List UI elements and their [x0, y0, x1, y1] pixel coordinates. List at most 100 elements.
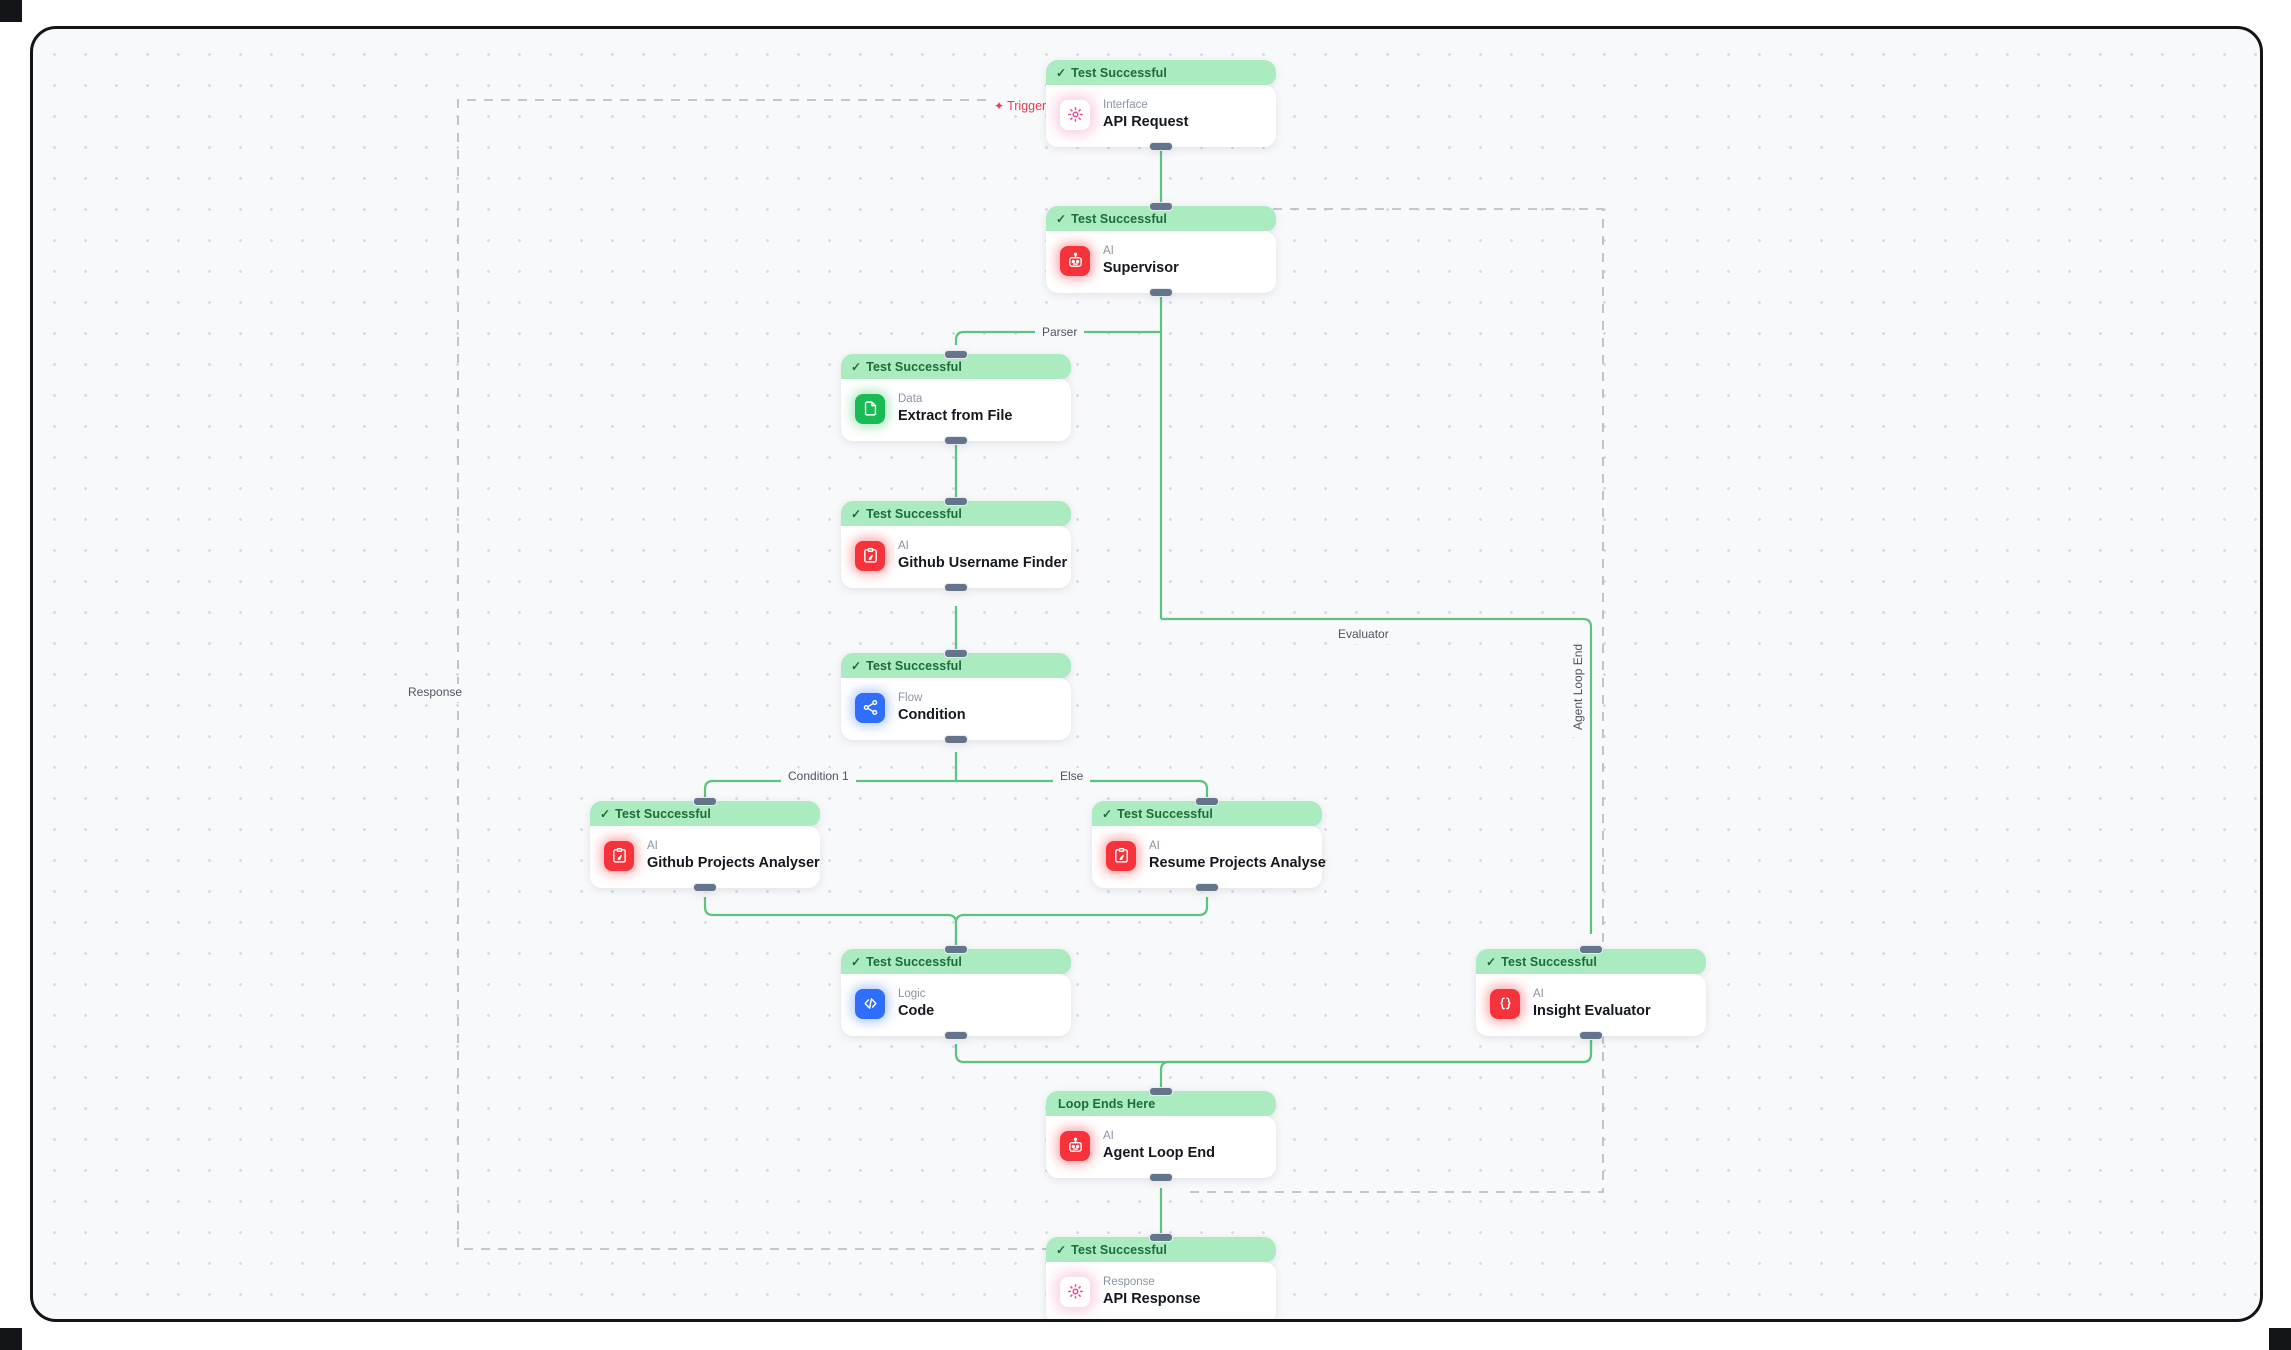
node-code[interactable]: ✓ Test Successful Logic Code: [841, 945, 1071, 1040]
node-body[interactable]: Response API Response: [1046, 1262, 1276, 1319]
node-extract-from-file[interactable]: ✓ Test Successful Data Extract from File: [841, 350, 1071, 445]
corner-marker-top-left: [0, 0, 22, 22]
node-body[interactable]: Interface API Request: [1046, 85, 1276, 147]
node-status-text: Test Successful: [866, 659, 962, 673]
edge-label-evaluator: Evaluator: [1331, 626, 1396, 644]
check-icon: ✓: [1056, 1243, 1067, 1257]
edge-insight-evaluator-out: [1159, 1039, 1593, 1091]
node-text: Response API Response: [1103, 1275, 1201, 1309]
node-status-header: ✓ Test Successful: [841, 501, 1071, 526]
node-body[interactable]: Data Extract from File: [841, 379, 1071, 441]
node-body[interactable]: Logic Code: [841, 974, 1071, 1036]
node-kind: AI: [898, 540, 909, 552]
node-handle-bottom[interactable]: [1579, 1030, 1603, 1040]
node-status-text: Test Successful: [866, 360, 962, 374]
node-handle-top[interactable]: [944, 649, 968, 658]
node-text: Interface API Request: [1103, 98, 1188, 132]
edge-agent-loop-envelope: [1188, 208, 1604, 1193]
check-icon: ✓: [1056, 212, 1067, 226]
trigger-label-text: Trigger: [1007, 99, 1047, 113]
node-body[interactable]: AI Resume Projects Analyse: [1092, 826, 1326, 888]
node-handle-bottom[interactable]: [944, 435, 968, 445]
node-handle-bottom[interactable]: [1149, 1172, 1173, 1182]
node-handle-top[interactable]: [944, 945, 968, 954]
node-body[interactable]: AI Github Projects Analyser: [590, 826, 820, 888]
node-title: API Response: [1103, 1291, 1201, 1308]
node-handle-bottom[interactable]: [1149, 141, 1173, 151]
node-kind: Logic: [898, 988, 926, 1000]
node-insight-evaluator[interactable]: ✓ Test Successful AI Insight Evaluator: [1476, 945, 1706, 1040]
edge-resume-analyse-out: [954, 897, 1209, 949]
edge-github-analyser-out: [703, 897, 958, 949]
node-status-text: Test Successful: [866, 507, 962, 521]
node-status-header: ✓ Test Successful: [1046, 60, 1276, 85]
node-text: Logic Code: [898, 987, 934, 1021]
edge-label-parser: Parser: [1035, 324, 1085, 342]
node-status-text: Test Successful: [1117, 807, 1213, 821]
node-title: Agent Loop End: [1103, 1145, 1215, 1162]
node-body[interactable]: AI Agent Loop End: [1046, 1116, 1276, 1178]
node-text: AI Github Projects Analyser: [647, 839, 820, 873]
check-icon: ✓: [600, 807, 611, 821]
node-api-response[interactable]: ✓ Test Successful Response API Response: [1046, 1233, 1276, 1319]
braces-icon: [1490, 988, 1520, 1019]
node-handle-top[interactable]: [1579, 945, 1603, 954]
node-body[interactable]: Flow Condition: [841, 678, 1071, 740]
node-handle-top[interactable]: [1195, 797, 1219, 806]
sparkle-icon: ✦: [994, 99, 1005, 113]
node-text: Flow Condition: [898, 691, 966, 725]
check-icon: ✓: [851, 360, 862, 374]
node-handle-bottom[interactable]: [944, 734, 968, 744]
node-handle-top[interactable]: [944, 350, 968, 359]
node-body[interactable]: AI Github Username Finder: [841, 526, 1071, 588]
node-condition[interactable]: ✓ Test Successful Flow Condition: [841, 649, 1071, 744]
node-status-text: Loop Ends Here: [1058, 1097, 1156, 1111]
node-text: AI Insight Evaluator: [1533, 987, 1651, 1021]
clipboard-pen-icon: [855, 540, 885, 571]
node-handle-bottom[interactable]: [1195, 882, 1219, 892]
check-icon: ✓: [851, 507, 862, 521]
node-handle-top[interactable]: [944, 497, 968, 506]
branch-icon: [855, 692, 885, 723]
edge-label-response: Response: [401, 684, 470, 702]
node-body[interactable]: AI Supervisor: [1046, 231, 1276, 293]
corner-marker-bottom-left: [0, 1328, 22, 1350]
node-resume-projects-analyse[interactable]: ✓ Test Successful AI Resume Projects Ana…: [1092, 797, 1326, 892]
node-handle-top[interactable]: [693, 797, 717, 806]
node-title: Github Projects Analyser: [647, 855, 820, 872]
node-text: AI Agent Loop End: [1103, 1129, 1215, 1163]
node-handle-top[interactable]: [1149, 202, 1173, 211]
node-body[interactable]: AI Insight Evaluator: [1476, 974, 1706, 1036]
node-handle-bottom[interactable]: [944, 1030, 968, 1040]
node-api-request[interactable]: ✓ Test Successful Interface API Request: [1046, 60, 1276, 151]
clipboard-pen-icon: [1106, 840, 1136, 871]
node-github-projects-analyser[interactable]: ✓ Test Successful AI Github Projects Ana…: [590, 797, 820, 892]
node-handle-top[interactable]: [1149, 1233, 1173, 1242]
node-github-username-finder[interactable]: ✓ Test Successful AI Github Username Fin…: [841, 497, 1071, 592]
node-supervisor[interactable]: ✓ Test Successful AI Supervisor: [1046, 202, 1276, 297]
node-kind: AI: [1533, 988, 1544, 1000]
node-text: AI Resume Projects Analyse: [1149, 839, 1326, 873]
corner-marker-bottom-right: [2269, 1328, 2291, 1350]
node-handle-bottom[interactable]: [944, 582, 968, 592]
node-kind: AI: [647, 840, 658, 852]
edge-label-condition-1: Condition 1: [781, 768, 856, 786]
workflow-canvas[interactable]: .g { stroke:#5cc47c; stroke-width:2.2; f…: [30, 26, 2263, 1322]
node-text: AI Supervisor: [1103, 244, 1179, 278]
node-status-text: Test Successful: [615, 807, 711, 821]
node-handle-bottom[interactable]: [1149, 287, 1173, 297]
node-handle-top[interactable]: [1149, 1087, 1173, 1096]
node-kind: Response: [1103, 1276, 1155, 1288]
node-kind: AI: [1103, 245, 1114, 257]
check-icon: ✓: [1102, 807, 1113, 821]
node-status-text: Test Successful: [1071, 212, 1167, 226]
node-agent-loop-end[interactable]: Loop Ends Here AI Agent Loop End: [1046, 1087, 1276, 1182]
node-title: Condition: [898, 707, 966, 724]
file-icon: [855, 393, 885, 424]
clipboard-pen-icon: [604, 840, 634, 871]
node-kind: Data: [898, 393, 923, 405]
node-title: Code: [898, 1003, 935, 1020]
node-handle-bottom[interactable]: [693, 882, 717, 892]
node-status-header: ✓ Test Successful: [590, 801, 820, 826]
